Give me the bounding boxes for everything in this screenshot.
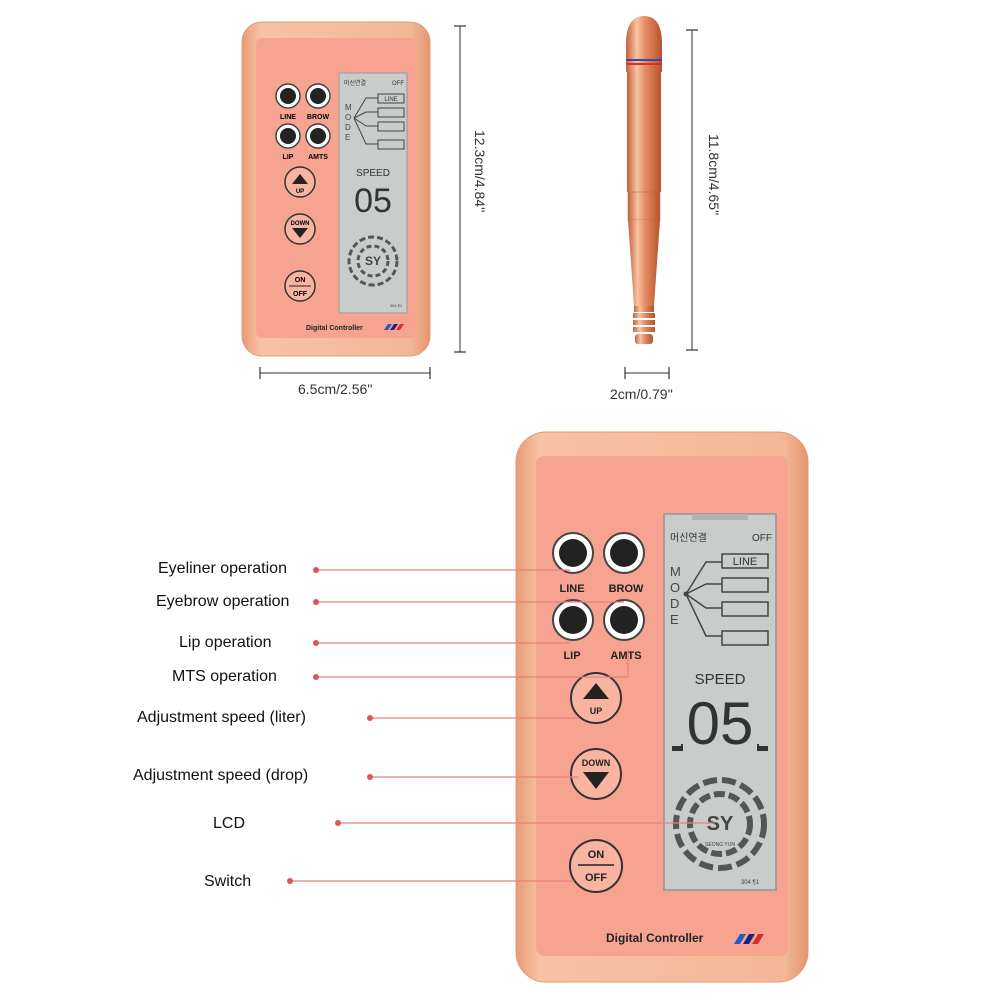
speed-down-button[interactable]: DOWN: [570, 748, 622, 800]
svg-text:D: D: [670, 596, 679, 611]
svg-text:ON: ON: [295, 277, 306, 284]
lcd-mode-line-box: [721, 553, 769, 569]
small-mode-label: M: [345, 103, 352, 112]
pen-length-dimension: [686, 29, 698, 351]
svg-text:UP: UP: [296, 189, 304, 195]
large-controller: LINE BROW LIP AMTS UP DOWN ON OFF: [515, 431, 809, 983]
line-button[interactable]: LINE: [552, 532, 594, 595]
svg-text:LINE: LINE: [384, 97, 397, 103]
svg-text:E: E: [345, 133, 350, 142]
svg-text:OFF: OFF: [293, 291, 308, 298]
svg-text:DOWN: DOWN: [291, 221, 310, 227]
pen-width-label: 2cm/0.79'': [610, 386, 673, 402]
svg-text:ON: ON: [588, 849, 605, 861]
small-brow-button[interactable]: BROW: [305, 83, 331, 121]
svg-text:OFF: OFF: [585, 872, 607, 884]
svg-text:O: O: [670, 580, 680, 595]
brand-label: Digital Controller: [606, 931, 704, 945]
lcd-screen: 머신연결 OFF M O D E LINE SPEED 05 SY SEONG …: [663, 513, 777, 891]
svg-text:304 ¶1: 304 ¶1: [741, 880, 760, 886]
svg-text:BROW: BROW: [307, 114, 330, 121]
svg-text:LINE: LINE: [280, 114, 296, 121]
small-lip-button[interactable]: LIP: [275, 123, 301, 161]
controller-width-dimension: [259, 367, 431, 379]
svg-text:SY: SY: [707, 813, 734, 835]
svg-text:DOWN: DOWN: [582, 758, 611, 768]
callout-mts: MTS operation: [172, 668, 277, 685]
lcd-speed-label: SPEED: [695, 671, 746, 688]
small-up-button[interactable]: UP: [284, 166, 316, 198]
pen-width-dimension: [624, 367, 670, 379]
callout-switch: Switch: [204, 873, 252, 890]
controller-height-dimension: [454, 25, 466, 353]
small-down-button[interactable]: DOWN: [284, 213, 316, 245]
lcd-speed-value: 05: [687, 690, 754, 757]
small-power-button[interactable]: ON OFF: [284, 270, 316, 302]
small-amts-button[interactable]: AMTS: [305, 123, 331, 161]
tattoo-pen: [626, 16, 662, 344]
power-switch-button[interactable]: ON OFF: [569, 839, 623, 893]
lcd-korean-label: 머신연결: [670, 532, 707, 544]
controller-width-label: 6.5cm/2.56'': [298, 381, 373, 397]
svg-text:D: D: [345, 123, 351, 132]
brow-button[interactable]: BROW: [603, 532, 645, 595]
svg-text:UP: UP: [590, 706, 603, 716]
callout-speed-up: Adjustment speed (liter): [137, 709, 306, 726]
svg-text:05: 05: [354, 182, 392, 220]
stripe-logo: [734, 934, 764, 944]
amts-button[interactable]: AMTS: [603, 599, 645, 662]
svg-text:머신연결: 머신연결: [344, 79, 366, 87]
callout-lip: Lip operation: [179, 634, 272, 651]
speed-up-button[interactable]: UP: [570, 672, 622, 724]
pen-length-label: 11.8cm/4.65'': [706, 134, 722, 216]
svg-text:E: E: [670, 612, 679, 627]
svg-text:SPEED: SPEED: [356, 168, 390, 179]
svg-text:OFF: OFF: [392, 81, 404, 87]
controller-height-label: 12.3cm/4.84'': [472, 130, 488, 213]
small-stripe-logo: [384, 324, 404, 330]
callout-eyeliner: Eyeliner operation: [158, 560, 287, 577]
svg-text:304 ¶1: 304 ¶1: [390, 303, 403, 308]
svg-text:LIP: LIP: [283, 154, 294, 161]
svg-text:SY: SY: [365, 254, 381, 268]
callout-lcd: LCD: [213, 815, 246, 832]
svg-text:SEONG YUN: SEONG YUN: [705, 842, 735, 848]
small-line-button[interactable]: LINE: [275, 83, 301, 121]
callout-speed-down: Adjustment speed (drop): [133, 767, 309, 784]
svg-text:LINE: LINE: [559, 583, 584, 595]
lcd-logo: SY SEONG YUN: [673, 777, 767, 871]
svg-text:BROW: BROW: [609, 583, 644, 595]
svg-text:O: O: [345, 113, 351, 122]
callout-eyebrow: Eyebrow operation: [156, 593, 290, 610]
small-controller: LINE BROW LIP AMTS UP DOWN ON OFF 머신연결 O…: [241, 21, 431, 357]
svg-text:LIP: LIP: [563, 650, 580, 662]
svg-text:Digital Controller: Digital Controller: [306, 325, 363, 332]
lcd-off-label: OFF: [752, 533, 772, 544]
svg-text:LINE: LINE: [733, 556, 757, 568]
small-lcd: 머신연결 OFF M O D E LINE SPEED 05 SY 304 ¶1: [338, 72, 408, 314]
svg-text:AMTS: AMTS: [308, 154, 328, 161]
lcd-mode-label: M: [670, 564, 681, 579]
svg-text:AMTS: AMTS: [610, 650, 641, 662]
